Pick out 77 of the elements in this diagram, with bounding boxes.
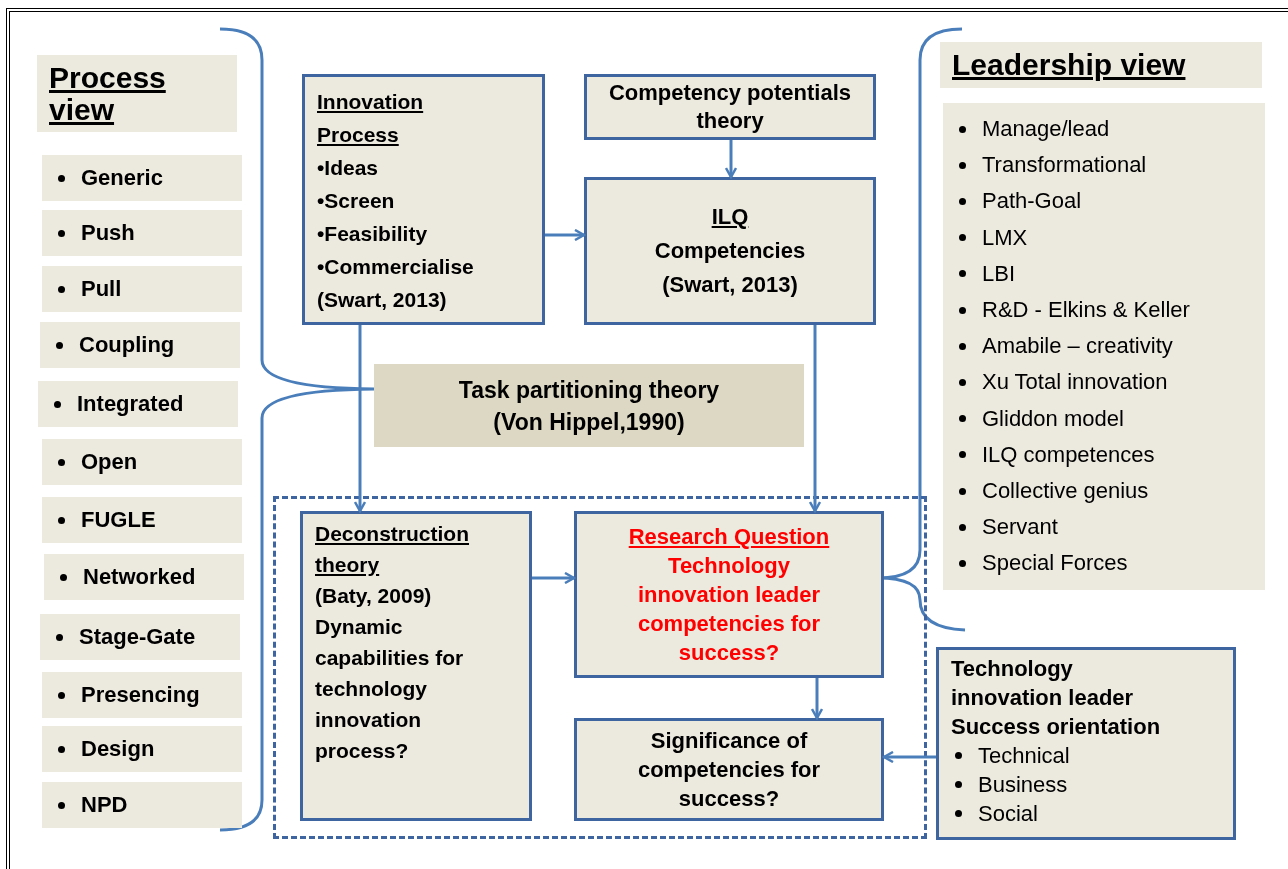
node-heading: Technology innovation leader Success orientation: [951, 655, 1162, 741]
list-item: Networked: [83, 563, 196, 591]
list-card: [42, 497, 242, 543]
list-item: R&D - Elkins & Keller: [982, 296, 1190, 324]
list-item: Coupling: [79, 331, 175, 359]
arrow: [545, 228, 586, 242]
heading-card: [37, 55, 237, 132]
list-card: [40, 322, 240, 368]
list-item: Path-Goal: [982, 187, 1082, 216]
list-item: Xu Total innovation: [982, 368, 1168, 397]
node-heading: Process view: [49, 61, 167, 126]
list-item: Collective genius: [982, 477, 1149, 506]
process-box: [302, 74, 545, 325]
process-box: [300, 511, 532, 821]
list-item: Presencing: [81, 681, 200, 709]
list-card: [42, 210, 242, 256]
list-item: Amabile – creativity: [982, 332, 1173, 361]
dashed-group-box: [273, 496, 927, 839]
list-item: LBI: [982, 259, 1016, 288]
node-heading: Deconstruction theory: [315, 521, 470, 578]
list-item: Design: [81, 735, 155, 763]
process-box: [584, 177, 876, 325]
list-card: [943, 103, 1265, 590]
list-item: FUGLE: [81, 506, 156, 534]
list-item: Integrated: [77, 390, 184, 418]
list-item: Open: [81, 448, 138, 476]
list-item: Push: [81, 219, 135, 247]
list-item: LMX: [982, 223, 1028, 252]
node-text: Competencies (Swart, 2013): [653, 237, 807, 299]
list-item: NPD: [81, 791, 128, 819]
node-heading: Research Question: [628, 523, 830, 551]
node-text: •Feasibility: [317, 221, 429, 247]
node-text: •Commercialise: [317, 254, 475, 280]
list-card: [42, 726, 242, 772]
arrow: [882, 750, 936, 764]
node-text: Technology innovation leader competencies for success?: [636, 552, 822, 667]
list-item: Technical: [978, 742, 1070, 770]
node-text: •Ideas: [317, 155, 380, 181]
node-heading: Leadership view: [952, 48, 1186, 82]
list-card: [42, 155, 242, 201]
list-item: Stage-Gate: [79, 623, 196, 651]
list-item: Generic: [81, 164, 163, 192]
list-card: [42, 672, 242, 718]
list-item: Transformational: [982, 151, 1147, 180]
arrow: [808, 325, 822, 513]
node-heading: ILQ: [711, 203, 749, 231]
list-card: [42, 782, 242, 828]
list-item: Gliddon model: [982, 404, 1124, 433]
arrow: [810, 678, 824, 720]
list-item: Manage/lead: [982, 115, 1110, 143]
list-item: Business: [978, 771, 1068, 799]
list-card: [42, 266, 242, 312]
node-text: (Swart, 2013): [317, 287, 448, 313]
arrow: [532, 571, 576, 585]
list-item: Pull: [81, 275, 122, 303]
node-heading: Significance of competencies for success?: [636, 727, 822, 813]
node-text: (Baty, 2009) Dynamic capabilities for technology innovation process?: [315, 583, 465, 764]
list-item: Special Forces: [982, 549, 1128, 578]
process-box: [574, 718, 884, 821]
node-text: •Screen: [317, 188, 396, 214]
arrow: [353, 325, 367, 513]
list-item: Social: [978, 800, 1038, 828]
question-box: [574, 511, 884, 678]
process-box: [936, 647, 1236, 840]
node-heading: Innovation Process: [317, 89, 425, 148]
node-heading: Competency potentials theory: [607, 79, 852, 135]
arrow: [724, 140, 738, 179]
list-item: ILQ competences: [982, 440, 1155, 469]
list-card: [38, 381, 238, 427]
list-card: [40, 614, 240, 660]
heading-card: [940, 42, 1262, 88]
theory-band: [374, 364, 804, 447]
node-heading: Task partitioning theory (Von Hippel,1990): [457, 375, 721, 437]
list-card: [44, 554, 244, 600]
process-box: [584, 74, 876, 140]
list-card: [42, 439, 242, 485]
list-item: Servant: [982, 513, 1058, 542]
